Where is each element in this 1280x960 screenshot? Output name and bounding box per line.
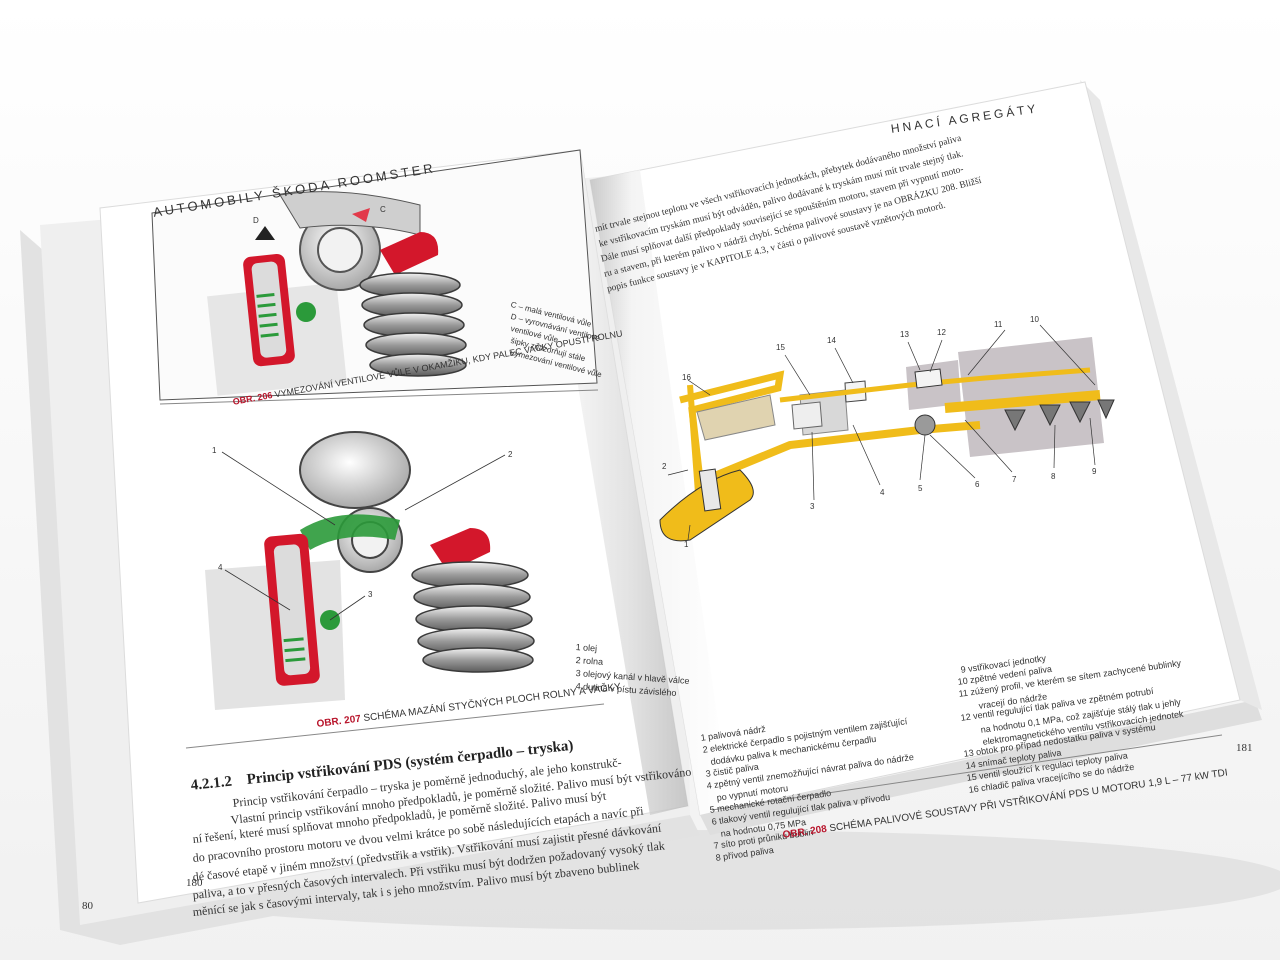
- fig208-label-14: 14: [827, 336, 836, 345]
- fig206-label-d: D: [253, 216, 259, 225]
- fig206-label-c: C: [380, 205, 386, 214]
- outer-page-number: 80: [82, 900, 93, 912]
- fig208-label-13: 13: [900, 330, 909, 339]
- fig208-label-7: 7: [1012, 475, 1017, 484]
- figure-206-drawing: [151, 149, 598, 401]
- fig208-label-9: 9: [1092, 467, 1097, 476]
- fig207-label-1: 1: [212, 446, 217, 455]
- page-number-right: 181: [1236, 742, 1253, 754]
- fig208-label-5: 5: [918, 484, 923, 493]
- fig207-label-2: 2: [508, 450, 513, 459]
- fig208-label-15: 15: [776, 343, 785, 352]
- section-number: 4.2.1.2: [190, 773, 233, 794]
- fig208-label-3: 3: [810, 502, 815, 511]
- fig207-legend-line: 2 rolna: [575, 655, 604, 667]
- fig207-legend-line: 1 olej: [575, 642, 598, 654]
- figure-207-drawing: [205, 431, 535, 710]
- fig208-label-16: 16: [682, 373, 691, 382]
- fig208-label-8: 8: [1051, 472, 1056, 481]
- fig207-label-3: 3: [368, 590, 373, 599]
- fig207-label-4: 4: [218, 563, 223, 572]
- fig208-label-11: 11: [994, 320, 1003, 329]
- figure-208-drawing: [659, 324, 1115, 542]
- fig208-label-1: 1: [684, 540, 689, 549]
- page-number-left: 180: [186, 877, 203, 889]
- fig208-label-6: 6: [975, 480, 980, 489]
- fig208-label-2: 2: [662, 462, 667, 471]
- fig208-label-12: 12: [937, 328, 946, 337]
- fig208-label-10: 10: [1030, 315, 1039, 324]
- fig208-label-4: 4: [880, 488, 885, 497]
